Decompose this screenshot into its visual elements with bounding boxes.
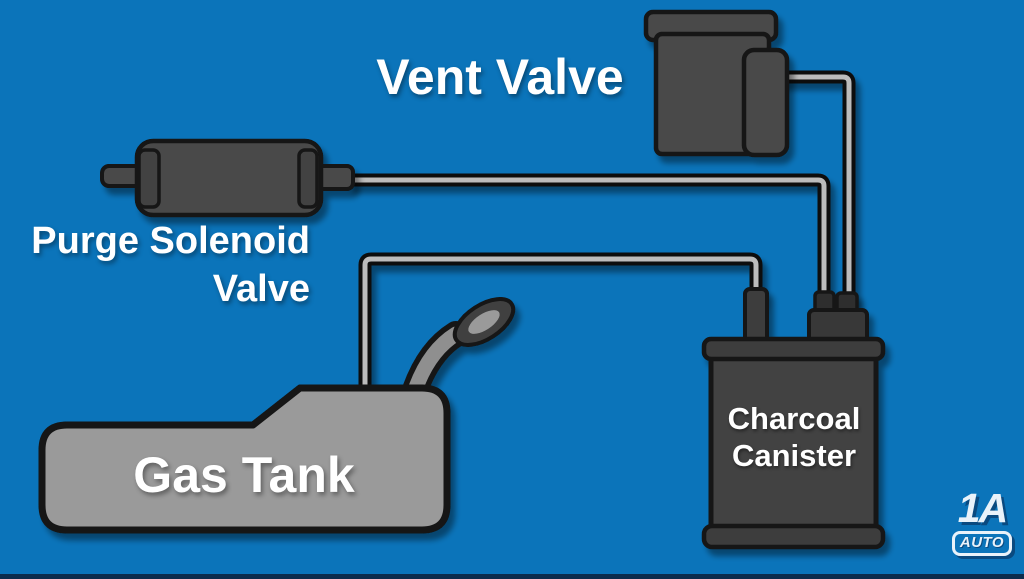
logo-auto-badge: AUTO (951, 531, 1013, 556)
canister-top-lid (701, 336, 886, 362)
charcoal-canister-label-line2: Canister (731, 438, 857, 473)
1a-auto-logo: 1A AUTO (942, 487, 1022, 556)
purge-valve-body (134, 138, 324, 218)
canister-bottom-lid (701, 523, 886, 550)
charcoal-canister-shape (701, 287, 886, 550)
purge-valve-left-ring (137, 148, 161, 209)
vent-valve-side-port (741, 47, 790, 158)
purge-solenoid-valve-shape (100, 138, 355, 218)
gas-tank-shape (38, 297, 516, 534)
purge-solenoid-valve-label: Purge Solenoid Valve (0, 217, 310, 313)
purge-solenoid-valve-label-line2: Valve (212, 268, 310, 310)
vent-valve-shape (643, 9, 790, 158)
vent-to-canister-tube (780, 70, 856, 308)
vent-valve-label: Vent Valve (376, 49, 624, 105)
gas-tank-label: Gas Tank (133, 447, 355, 503)
bottom-edge-bar (0, 574, 1024, 579)
charcoal-canister-label: Charcoal Canister (712, 400, 876, 474)
logo-wordmark: 1A (957, 485, 1008, 531)
tank-body (38, 384, 451, 534)
filler-cap-collar (452, 297, 516, 347)
purge-valve-right-ring (297, 148, 319, 209)
charcoal-canister-label-line1: Charcoal (727, 401, 861, 436)
purge-solenoid-valve-label-line1: Purge Solenoid (31, 220, 310, 262)
tube-lines (348, 70, 856, 394)
